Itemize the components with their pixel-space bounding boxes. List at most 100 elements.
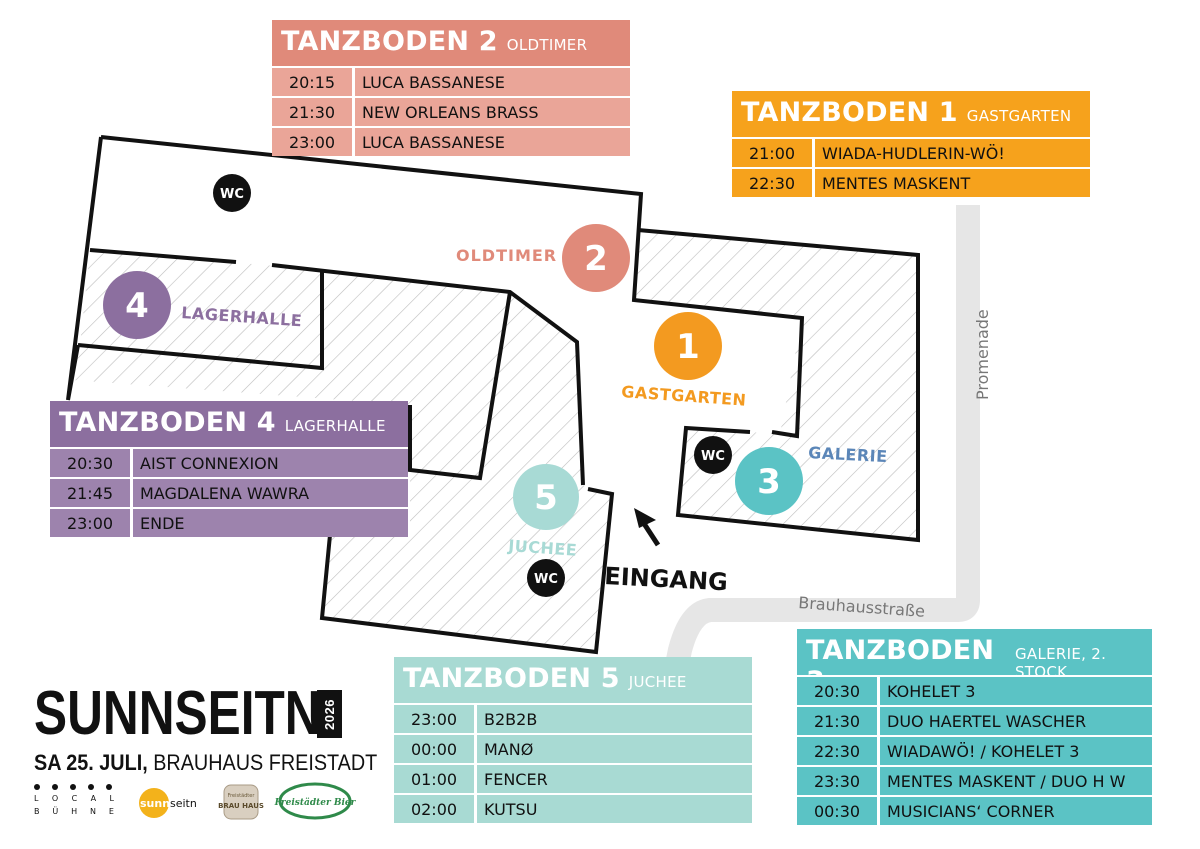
event-title: SUNNSEITN: [34, 679, 321, 748]
logo-letter: Ü: [52, 807, 59, 816]
schedule-time: 20:30: [50, 449, 130, 477]
stage-title: TANZBODEN 2: [281, 26, 498, 57]
schedule-act: MUSICIANS‘ CORNER: [880, 797, 1152, 825]
venue-5-number: 5: [534, 478, 558, 518]
venue-2-name: OLDTIMER: [456, 246, 557, 265]
venue-3-number: 3: [757, 462, 781, 502]
stage-subtitle: JUCHEE: [628, 673, 687, 691]
event-year: 2026: [322, 698, 338, 730]
svg-text:seitn: seitn: [170, 797, 197, 810]
wall-lagerhalle: [77, 270, 324, 371]
schedule-time: 21:30: [272, 98, 352, 126]
schedule-act: MENTES MASKENT / DUO H W: [880, 767, 1152, 795]
schedule-act: B2B2B: [477, 705, 752, 733]
freistaedter-bier-logo: Freistädter Bier: [274, 782, 357, 820]
schedule-act: AIST CONNEXION: [133, 449, 408, 477]
schedule-time: 21:00: [732, 139, 812, 167]
svg-text:WC: WC: [534, 572, 558, 587]
wc-icon: WC: [213, 174, 251, 212]
wc-icon: WC: [694, 436, 732, 474]
schedule-time: 22:30: [797, 737, 877, 765]
schedule-act: MAGDALENA WAWRA: [133, 479, 408, 507]
schedule-time: 00:00: [394, 735, 474, 763]
stage-header: TANZBODEN 2 OLDTIMER: [272, 20, 630, 66]
schedule-act: LUCA BASSANESE: [355, 68, 630, 96]
svg-text:sunn: sunn: [140, 797, 170, 810]
wall-lagerhalle-south: [408, 291, 512, 481]
venue-marker-3[interactable]: 3: [735, 447, 803, 515]
schedule-time: 20:30: [797, 677, 877, 705]
logo-letter: B: [34, 807, 40, 816]
logo-letter: C: [71, 794, 78, 803]
wall-oldtimer-inner: [89, 248, 237, 264]
venue-marker-2[interactable]: 2: [562, 224, 630, 292]
schedule-act: ENDE: [133, 509, 408, 537]
stage-subtitle: LAGERHALLE: [284, 417, 386, 435]
svg-text:WC: WC: [220, 187, 244, 202]
schedule-act: KOHELET 3: [880, 677, 1152, 705]
brauhaus-logo: Freistädter BRAU HAUS: [218, 784, 264, 820]
svg-text:Freistädter Bier: Freistädter Bier: [274, 797, 357, 808]
stage-subtitle: OLDTIMER: [506, 36, 588, 54]
wall-oldtimer-west: [66, 136, 103, 401]
schedule-time: 20:15: [272, 68, 352, 96]
schedule-time: 23:00: [50, 509, 130, 537]
venue-1-name: GASTGARTEN: [621, 382, 747, 410]
building-lagerhalle-block: [72, 270, 510, 478]
sunnseitn-logo: sunn seitn: [139, 788, 197, 818]
logo-letter: L: [109, 794, 114, 803]
svg-text:BRAU HAUS: BRAU HAUS: [218, 802, 264, 810]
venue-marker-1[interactable]: 1: [654, 312, 722, 380]
street-promenade-label: Promenade: [973, 309, 992, 400]
venue-5-name: JUCHEE: [507, 536, 578, 560]
logo-letter: O: [51, 794, 59, 803]
schedule-act: MANØ: [477, 735, 752, 763]
event-date-location: SA 25. JULI, BRAUHAUS FREISTADT: [34, 750, 377, 776]
schedule-time: 01:00: [394, 765, 474, 793]
wc-icon: WC: [527, 559, 565, 597]
schedule-act: NEW ORLEANS BRASS: [355, 98, 630, 126]
wall-north: [100, 135, 805, 439]
logo-letter: H: [71, 807, 78, 816]
schedule-time: 23:30: [797, 767, 877, 795]
logo-letter: L: [34, 794, 39, 803]
schedule-time: 21:30: [797, 707, 877, 735]
schedule-act: WIADAWÖ! / KOHELET 3: [880, 737, 1152, 765]
venue-marker-5[interactable]: 5: [513, 464, 579, 530]
schedule-act: MENTES MASKENT: [815, 169, 1090, 197]
schedule-time: 00:30: [797, 797, 877, 825]
entrance-arrow-icon: [634, 508, 661, 547]
street-promenade: [658, 205, 980, 703]
schedule-act: DUO HAERTEL WASCHER: [880, 707, 1152, 735]
schedule-time: 23:00: [272, 128, 352, 156]
wall-juchee: [319, 487, 615, 655]
svg-text:WC: WC: [701, 449, 725, 464]
schedule-time: 23:00: [394, 705, 474, 733]
venue-marker-4[interactable]: 4: [103, 271, 171, 339]
venue-2-number: 2: [584, 239, 608, 279]
schedule-act: LUCA BASSANESE: [355, 128, 630, 156]
venue-3-name: GALERIE: [808, 443, 888, 466]
